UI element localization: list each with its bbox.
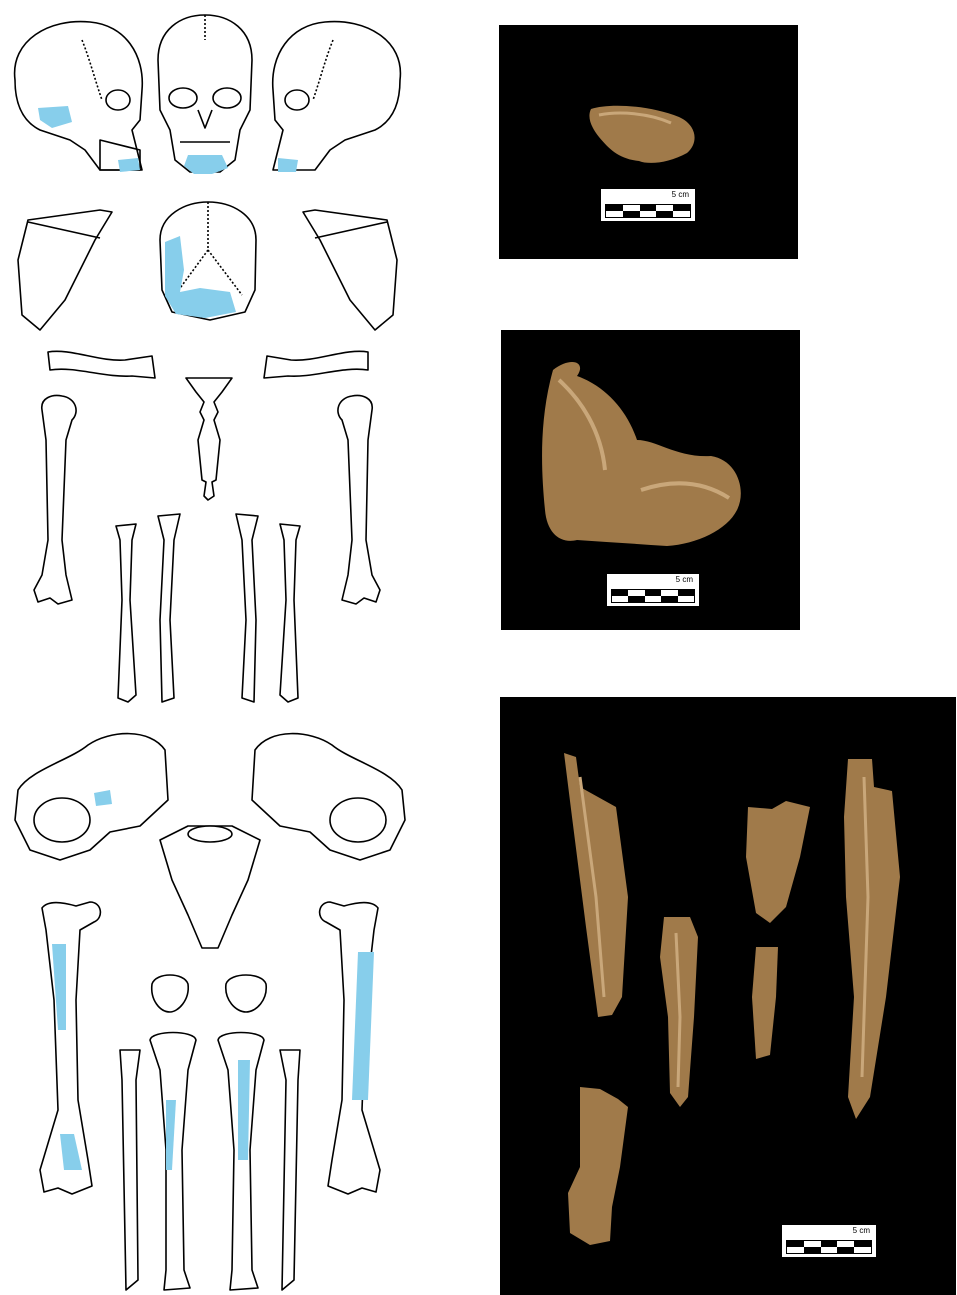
- os-coxae-left: [15, 734, 168, 860]
- skull-left-lateral: [15, 22, 143, 172]
- os-coxae-right: [252, 734, 405, 860]
- femur-right: [320, 902, 380, 1194]
- skull-frontal: [158, 15, 252, 174]
- tibia-right: [218, 1033, 264, 1291]
- humerus-right: [338, 396, 380, 604]
- patella-left: [152, 975, 188, 1012]
- clavicle-right: [264, 351, 368, 378]
- preserved-region: [118, 158, 140, 172]
- photo-long-bone-fragments: 5 cm: [500, 697, 956, 1295]
- radius-left: [158, 514, 180, 702]
- scale-bar-label: 5 cm: [853, 1226, 870, 1235]
- fibula-right: [280, 1050, 300, 1290]
- tibia-left: [150, 1033, 196, 1291]
- scale-bar: 5 cm: [607, 574, 699, 606]
- scapula-left: [18, 210, 112, 330]
- photo-occipital-fragment: 5 cm: [501, 330, 800, 630]
- skull-right-lateral: [273, 22, 401, 172]
- bone-fragment-image: [500, 697, 956, 1295]
- scale-bar-label: 5 cm: [676, 575, 693, 584]
- skeletal-preservation-diagram: [0, 0, 440, 1295]
- photo-mandible-fragment: 5 cm: [499, 25, 798, 259]
- sternum: [186, 378, 232, 500]
- clavicle-left: [48, 351, 155, 378]
- femur-left: [40, 902, 100, 1194]
- scale-bar: 5 cm: [601, 189, 695, 221]
- scapula-right: [303, 210, 397, 330]
- bone-fragment-image: [499, 25, 798, 259]
- fibula-left: [120, 1050, 140, 1290]
- ulna-left: [116, 524, 136, 702]
- preserved-region: [278, 158, 298, 172]
- skull-posterior: [160, 202, 256, 320]
- radius-right: [236, 514, 258, 702]
- scale-bar-label: 5 cm: [672, 190, 689, 199]
- patella-right: [226, 975, 266, 1012]
- sacrum: [160, 826, 260, 948]
- ulna-right: [280, 524, 300, 702]
- preserved-region: [238, 1060, 250, 1160]
- humerus-left: [34, 396, 76, 604]
- scale-bar: 5 cm: [782, 1225, 876, 1257]
